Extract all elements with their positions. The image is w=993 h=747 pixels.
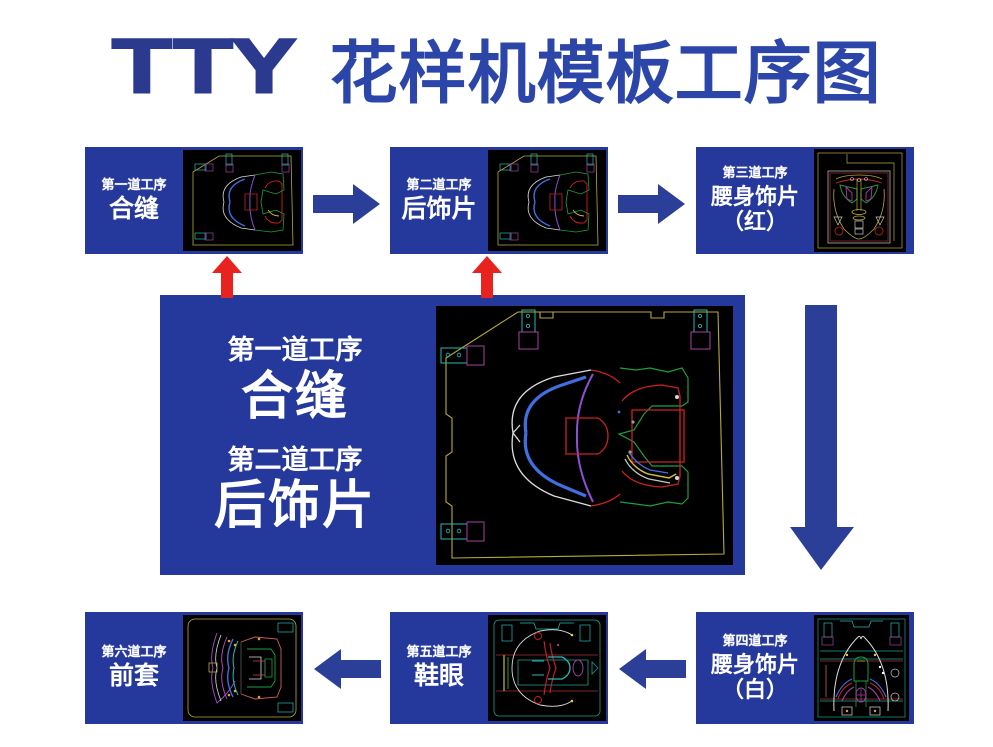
cad-drawing-eyelet-pattern <box>488 615 606 721</box>
center-name-label-2: 后饰片 <box>213 477 376 536</box>
cad-drawing-sole-pattern <box>183 150 301 251</box>
cad-drawing-sole-pattern <box>488 150 606 251</box>
center-panel-labels: 第一道工序 合缝 第二道工序 后饰片 <box>160 334 430 535</box>
arrow-step5-to-step6 <box>313 648 381 690</box>
process-box-step-1[interactable]: 第一道工序 合缝 <box>85 147 303 254</box>
cad-drawing-large <box>436 305 733 565</box>
center-step-label-1: 第一道工序 <box>227 335 363 366</box>
process-label-step-3: 第三道工序 腰身饰片 （红） <box>696 147 814 254</box>
cad-thumbnail-step-2 <box>488 150 606 251</box>
arrow-center-to-step1 <box>211 256 243 298</box>
process-step-label: 第六道工序 <box>101 644 167 660</box>
arrow-step3-to-step4 <box>790 305 856 571</box>
cad-thumbnail-step-3 <box>814 149 906 252</box>
process-box-step-2[interactable]: 第二道工序 后饰片 <box>390 147 608 254</box>
page-title: TTY 花样机模板工序图 <box>0 18 993 117</box>
arrow-step4-to-step5 <box>618 648 686 690</box>
cad-thumbnail-step-5 <box>488 615 606 721</box>
process-step-label: 第四道工序 <box>722 632 788 648</box>
cad-drawing-toe-cap-pattern <box>183 615 301 721</box>
process-label-step-4: 第四道工序 腰身饰片 （白） <box>696 612 814 724</box>
process-label-step-6: 第六道工序 前套 <box>85 612 183 724</box>
process-step-label: 第一道工序 <box>101 176 167 192</box>
process-name-label: 合缝 <box>108 194 159 223</box>
cad-thumbnail-step-6 <box>183 615 301 721</box>
process-name-label: 前套 <box>108 662 159 691</box>
center-name-label-1: 合缝 <box>240 367 349 426</box>
process-step-label: 第五道工序 <box>406 644 472 660</box>
arrow-center-to-step2 <box>471 256 503 298</box>
process-name-line-1: 腰身饰片 <box>710 184 799 210</box>
cad-drawing-vamp-pattern-white <box>814 615 909 721</box>
process-box-step-5[interactable]: 第五道工序 鞋眼 <box>390 612 608 724</box>
process-name-label: 鞋眼 <box>413 662 464 691</box>
process-step-label: 第二道工序 <box>406 176 472 192</box>
process-name-label: 腰身饰片 （红） <box>711 184 799 235</box>
process-name-label: 后饰片 <box>401 194 477 223</box>
cad-drawing-sole-pattern-large <box>436 305 733 565</box>
process-box-step-4[interactable]: 第四道工序 腰身饰片 （白） <box>696 612 914 724</box>
title-text: 花样机模板工序图 <box>329 35 882 114</box>
process-name-label: 腰身饰片 （白） <box>711 652 799 703</box>
cad-thumbnail-step-4 <box>814 615 909 721</box>
process-name-line-2: （白） <box>721 676 788 702</box>
cad-drawing-vamp-pattern-red <box>814 149 906 252</box>
process-step-label: 第三道工序 <box>722 165 788 181</box>
process-box-step-6[interactable]: 第六道工序 前套 <box>85 612 303 724</box>
cad-thumbnail-step-1 <box>183 150 301 251</box>
arrow-step2-to-step3 <box>618 183 686 225</box>
process-label-step-2: 第二道工序 后饰片 <box>390 147 488 254</box>
arrow-step1-to-step2 <box>313 183 381 225</box>
process-name-line-1: 腰身饰片 <box>710 651 799 677</box>
process-box-step-3[interactable]: 第三道工序 腰身饰片 （红） <box>696 147 914 254</box>
process-label-step-5: 第五道工序 鞋眼 <box>390 612 488 724</box>
process-label-step-1: 第一道工序 合缝 <box>85 147 183 254</box>
center-step-label-2: 第二道工序 <box>227 445 363 475</box>
center-panel[interactable]: 第一道工序 合缝 第二道工序 后饰片 <box>160 295 745 575</box>
brand-logo-text: TTY <box>111 23 297 112</box>
process-name-line-2: （红） <box>721 209 788 235</box>
